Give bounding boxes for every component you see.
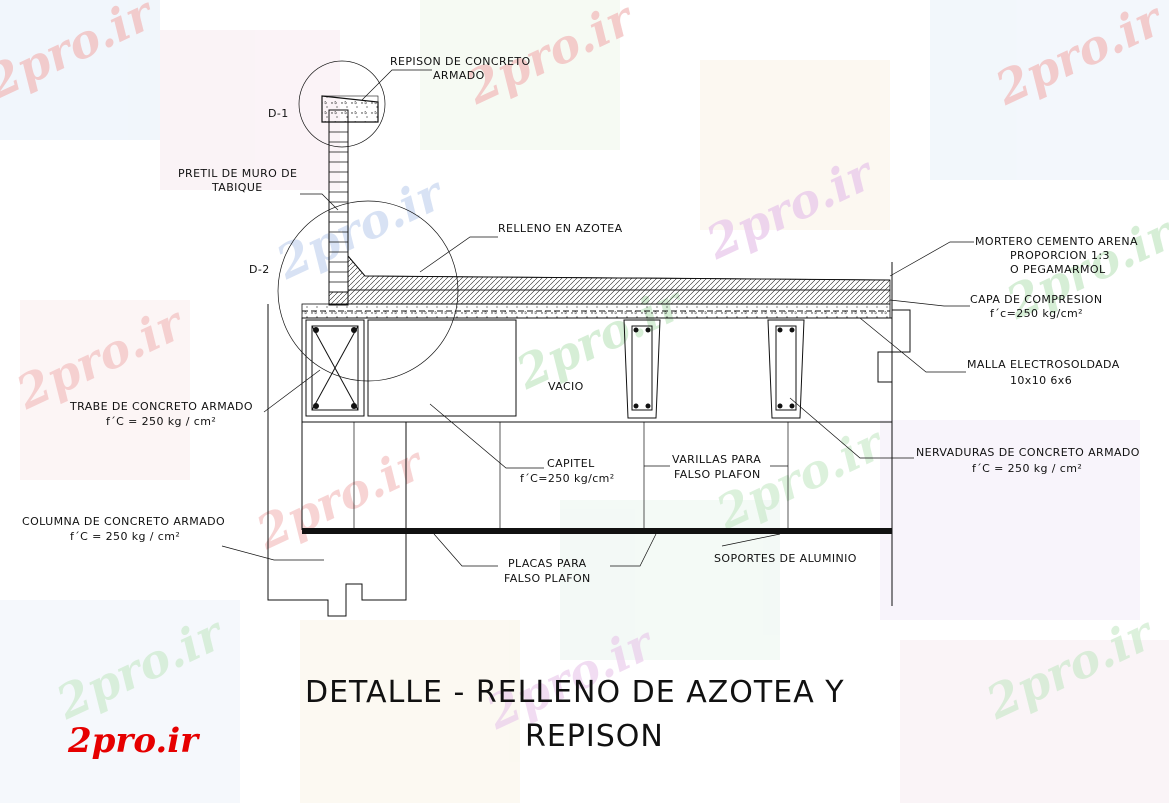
watermark-text: 2pro.ir [697, 145, 884, 270]
watermark-text: 2pro.ir [47, 605, 234, 730]
drawing-title-line1: DETALLE - RELLENO DE AZOTEA Y [305, 675, 845, 710]
label-nervaduras-l2: f´C = 250 kg / cm² [972, 462, 1082, 475]
label-capa-l1: CAPA DE COMPRESION [970, 293, 1102, 306]
label-mortero-l3: O PEGAMARMOL [1010, 263, 1106, 276]
watermark-text: 2pro.ir [0, 0, 164, 110]
parapet-footing [328, 291, 349, 305]
label-relleno: RELLENO EN AZOTEA [498, 222, 623, 235]
parapet-wall [321, 95, 379, 306]
roof-fill-layers [301, 254, 891, 319]
label-mortero-l2: PROPORCION 1:3 [1010, 249, 1110, 262]
label-soportes: SOPORTES DE ALUMINIO [714, 552, 857, 565]
leader-lines [221, 69, 974, 567]
site-logo: 2pro.ir [67, 721, 200, 761]
label-capitel-l1: CAPITEL [547, 457, 595, 470]
watermark-text: 2pro.ir [987, 0, 1169, 116]
label-capitel-l2: f´C=250 kg/cm² [520, 472, 615, 485]
label-trabe-l1: TRABE DE CONCRETO ARMADO [69, 400, 253, 413]
detail-d1-label: D-1 [268, 107, 289, 120]
detail-d2-label: D-2 [249, 263, 270, 276]
label-mortero-l1: MORTERO CEMENTO ARENA [975, 235, 1138, 248]
label-columna-l2: f´C = 250 kg / cm² [70, 530, 180, 543]
label-varillas-l1: VARILLAS PARA [672, 453, 761, 466]
label-repison-l2: ARMADO [433, 69, 485, 82]
label-malla-l1: MALLA ELECTROSOLDADA [967, 358, 1120, 371]
label-nervaduras-l1: NERVADURAS DE CONCRETO ARMADO [916, 446, 1140, 459]
label-repison-l1: REPISON DE CONCRETO [390, 55, 531, 68]
label-trabe-l2: f´C = 250 kg / cm² [106, 415, 216, 428]
label-capa-l2: f´c=250 kg/cm² [990, 307, 1083, 320]
label-varillas-l2: FALSO PLAFON [674, 468, 761, 481]
drawing-title-line2: REPISON [525, 719, 664, 754]
label-vacio: VACIO [548, 380, 584, 393]
detail-circle-d1 [298, 60, 386, 148]
label-columna-l1: COLUMNA DE CONCRETO ARMADO [22, 515, 225, 528]
column-and-ceiling [267, 262, 911, 617]
label-malla-l2: 10x10 6x6 [1010, 374, 1072, 387]
label-placas-l2: FALSO PLAFON [504, 572, 591, 585]
label-pretil-l1: PRETIL DE MURO DE [178, 167, 297, 180]
annotation-labels: REPISON DE CONCRETO ARMADO PRETIL DE MUR… [22, 55, 1140, 585]
label-pretil-l2: TABIQUE [211, 181, 263, 194]
watermark-text: 2pro.ir [977, 605, 1164, 730]
label-placas-l1: PLACAS PARA [508, 557, 587, 570]
